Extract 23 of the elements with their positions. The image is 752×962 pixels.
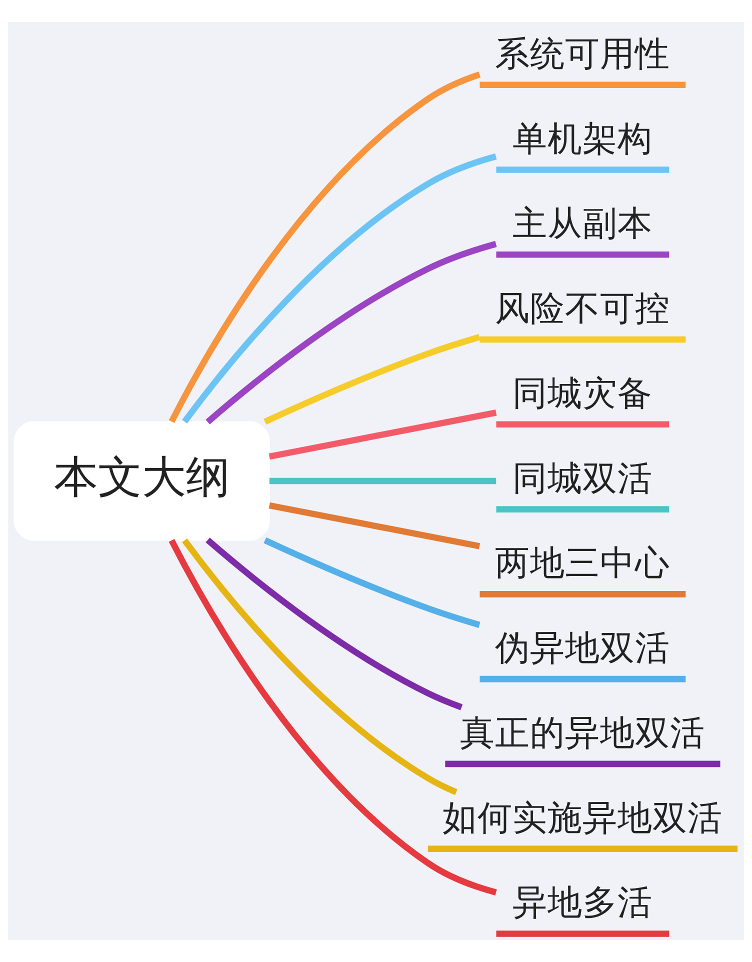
- connector: [268, 410, 497, 460]
- node-text: 异地多活: [512, 883, 653, 924]
- connector: [206, 538, 463, 710]
- connector: [182, 153, 497, 424]
- connector: [264, 334, 480, 425]
- connector: [168, 72, 481, 423]
- node-text: 同城灾备: [512, 374, 653, 414]
- connector: [168, 539, 497, 896]
- node-text: 真正的异地双活: [460, 713, 706, 754]
- connector: [206, 240, 497, 424]
- connector: [268, 502, 480, 550]
- node-text: 主从副本: [512, 204, 653, 244]
- node-box: 本文大纲: [14, 421, 270, 541]
- node-text: 同城双活: [512, 458, 653, 499]
- connector: [264, 537, 480, 628]
- connector: [182, 538, 458, 796]
- node-text: 风险不可控: [495, 289, 670, 330]
- node-text: 系统可用性: [495, 34, 670, 74]
- node-text: 两地三中心: [495, 544, 670, 584]
- node-text: 如何实施异地双活: [442, 798, 723, 838]
- node-text: 单机架构: [512, 119, 653, 160]
- node-text: 伪异地双活: [495, 628, 670, 669]
- connector: [269, 478, 496, 484]
